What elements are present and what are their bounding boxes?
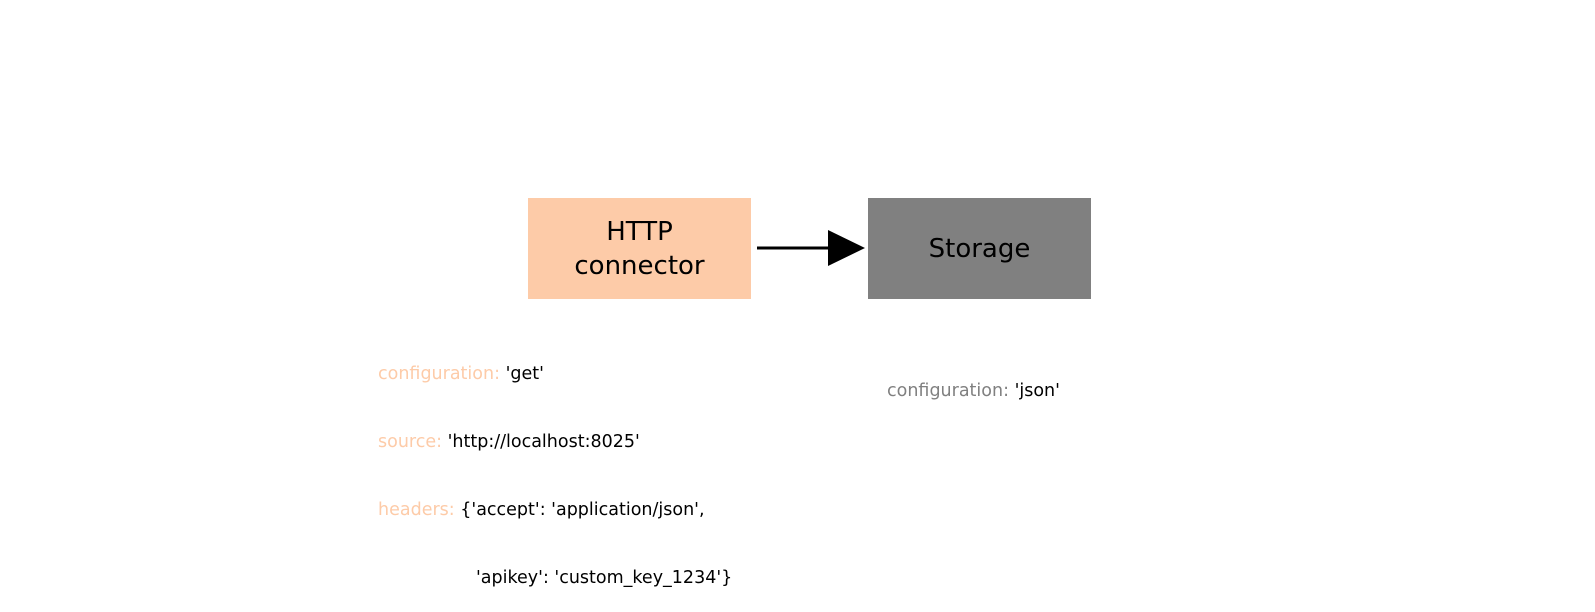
http-connector-label-line1: HTTP [606,216,673,247]
storage-configuration-row: configuration: 'json' [887,380,1060,403]
http-connector-label-line2: connector [574,250,705,281]
http-source-row: source: 'http://localhost:8025' [378,431,732,454]
http-configuration-value: 'get' [505,364,544,385]
http-headers-value-line2: 'apikey': 'custom_key_1234'} [476,567,733,588]
storage-parameters: configuration: 'json' [887,335,1060,425]
storage-configuration-key: configuration: [887,381,1009,402]
http-connector-node: HTTP connector [528,198,751,299]
http-headers-value-line1: {'accept': 'application/json', [460,499,705,520]
http-headers-row: headers: {'accept': 'application/json', [378,499,732,522]
storage-configuration-value: 'json' [1014,381,1060,402]
storage-label: Storage [928,233,1031,264]
storage-node: Storage [868,198,1091,299]
http-connector-parameters: configuration: 'get' source: 'http://loc… [378,318,732,612]
arrow-head [828,230,865,266]
http-headers-key: headers: [378,499,455,520]
http-source-value: 'http://localhost:8025' [447,431,640,452]
flow-arrow [757,230,865,266]
http-source-key: source: [378,431,443,452]
http-headers-continuation-row: 'apikey': 'custom_key_1234'} [378,567,732,590]
http-configuration-key: configuration: [378,364,500,385]
http-configuration-row: configuration: 'get' [378,363,732,386]
